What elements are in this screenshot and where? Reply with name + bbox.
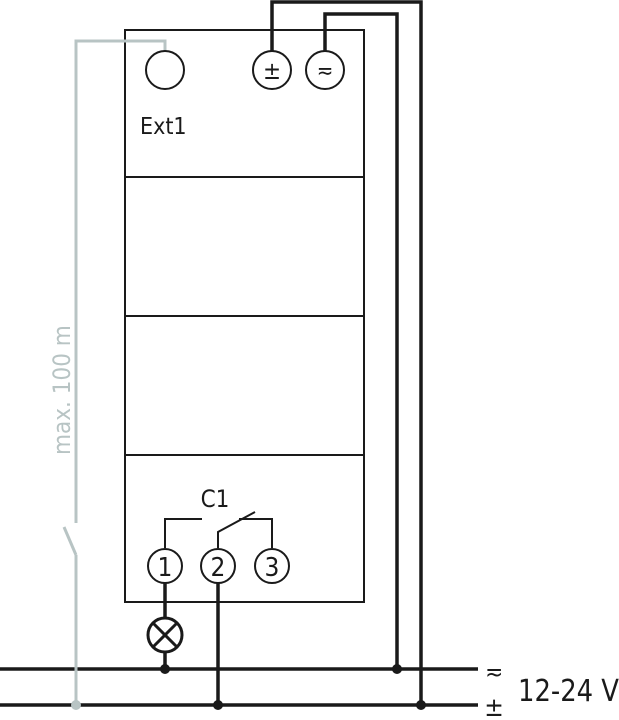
supply-voltage-label: 12-24 V: [518, 674, 619, 709]
contact-switch: [217, 511, 256, 548]
cable-length-label: max. 100 m: [48, 325, 76, 455]
supply-plus-symbol: ±: [484, 693, 504, 720]
control-wire: [74, 39, 167, 523]
pushbutton-switch: [62, 526, 78, 556]
junction-dot: [213, 700, 223, 710]
terminal-1-label: 1: [158, 553, 173, 583]
contact-label: C1: [201, 485, 230, 513]
supply-ac-symbol: ≂: [485, 658, 503, 686]
junction-dot: [160, 664, 170, 674]
ac-symbol: ≂: [317, 59, 334, 84]
supply-terminal-ac: [305, 50, 345, 90]
terminal-3: [254, 548, 290, 584]
contact-wire-1: [164, 518, 202, 548]
ext1-label: Ext1: [140, 114, 187, 140]
junction-dot: [392, 664, 402, 674]
terminal-3-label: 3: [265, 553, 280, 583]
supply-wire-plus: [270, 0, 423, 705]
contact-wire-3: [239, 518, 273, 548]
lamp-cross: [151, 621, 179, 649]
terminal-2-label: 2: [211, 553, 226, 583]
supply-wire-ac: [323, 12, 399, 669]
supply-terminal-plus: [252, 50, 292, 90]
ext1-terminal: [145, 50, 185, 90]
plus-ac-symbol: ±: [263, 57, 281, 85]
junction-dot: [416, 700, 426, 710]
junction-dot: [71, 700, 81, 710]
